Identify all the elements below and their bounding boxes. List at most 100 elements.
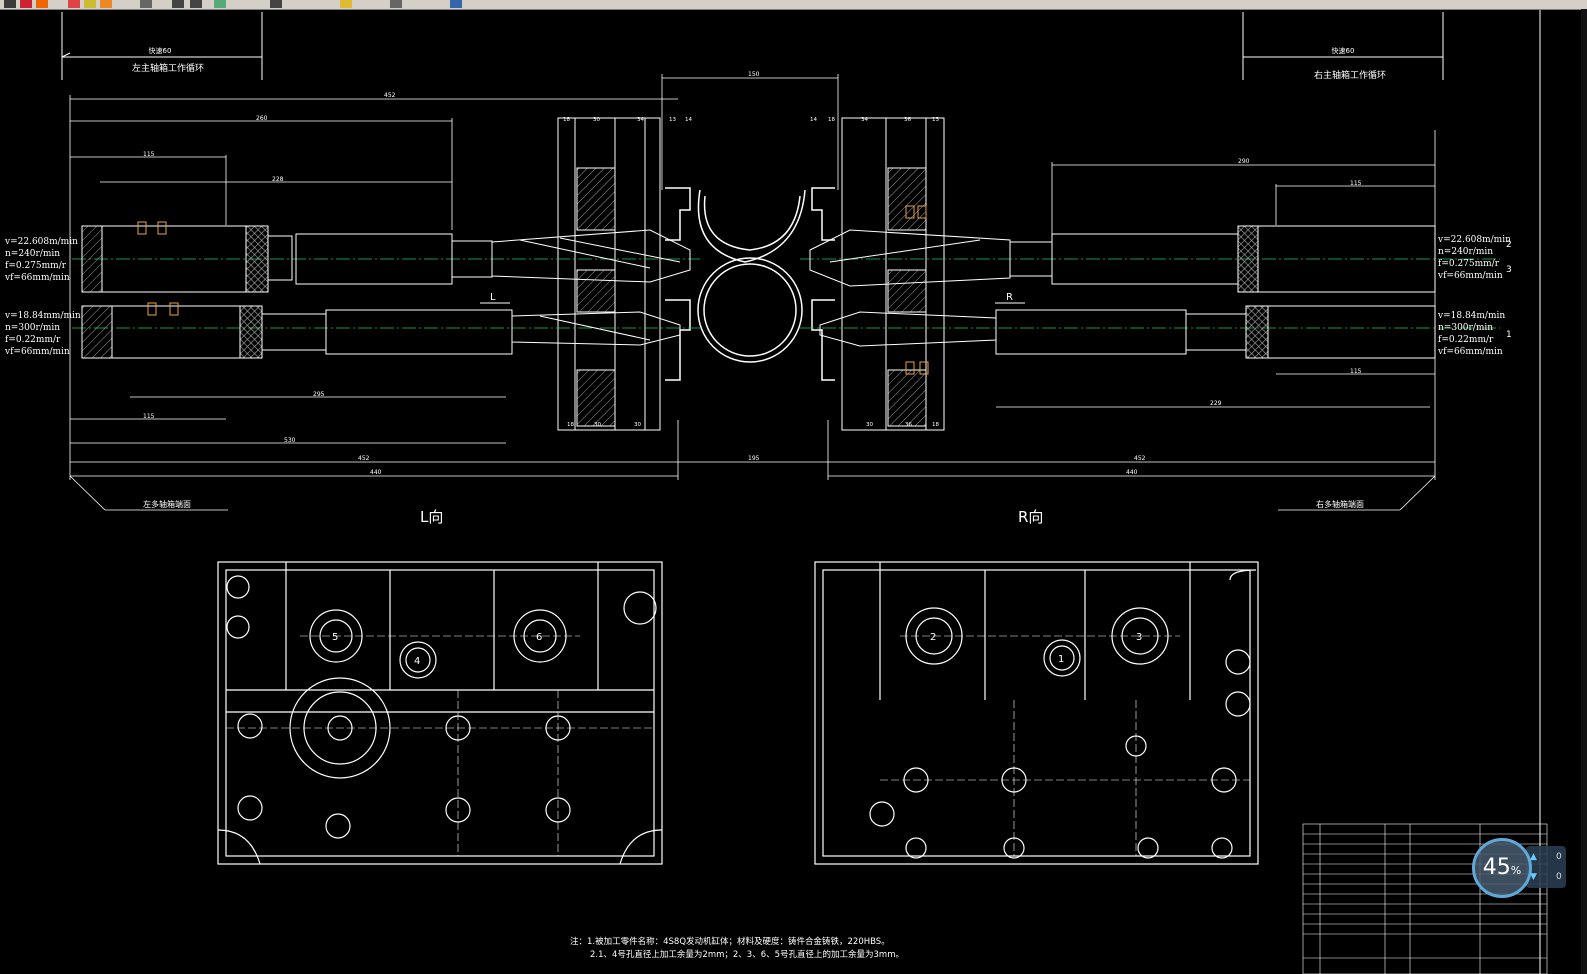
dim-260: 260: [256, 115, 268, 122]
param-text: n=300r/min: [1438, 323, 1493, 333]
tag-text: 1: [1506, 330, 1512, 340]
param-text: v=18.84m/min: [1437, 311, 1505, 321]
dim-452: 452: [384, 92, 396, 99]
help-icon[interactable]: [450, 0, 462, 8]
right-cycle-small-label: 快速60: [1332, 46, 1355, 55]
zoom-indicator[interactable]: 45%: [1472, 838, 1532, 898]
right-params-top: v=22.608m/min n=240r/min f=0.275mm/r vf=…: [1437, 235, 1511, 281]
dim-18c: 18: [567, 422, 574, 428]
paste-icon[interactable]: [140, 0, 152, 8]
view-mark-L: L: [490, 292, 496, 303]
dim-18d: 18: [932, 422, 939, 428]
pan-icon[interactable]: [270, 0, 282, 8]
dim-18b: 18: [828, 117, 835, 123]
view-L-centerlines: [226, 635, 654, 856]
dim-115b: 115: [1350, 180, 1362, 187]
dim-34b: 34: [861, 117, 868, 123]
dim-34a: 34: [637, 117, 644, 123]
right-box-end-label: 右多轴箱端面: [1316, 499, 1364, 509]
print-icon[interactable]: [68, 0, 80, 8]
copy-icon[interactable]: [100, 0, 112, 8]
param-text: f=0.22mm/r: [5, 335, 61, 345]
param-text: n=300r/min: [5, 323, 60, 333]
dim-195: 195: [748, 455, 760, 462]
cut-icon[interactable]: [84, 0, 96, 8]
drawing-canvas[interactable]: 快速60 左主轴箱工作循环 快速60 右主轴箱工作循环 452 260 115 …: [0, 9, 1587, 974]
open-icon[interactable]: [20, 0, 32, 8]
view-mark-R: R: [1006, 292, 1013, 303]
dim-452b: 452: [358, 455, 370, 462]
hole-num: 1: [1058, 654, 1064, 665]
right-flange: [841, 117, 945, 431]
right-params-bottom: v=18.84m/min n=300r/min f=0.22mm/r vf=66…: [1437, 311, 1505, 357]
param-text: f=0.275mm/r: [5, 261, 67, 271]
dim-115a: 115: [143, 151, 155, 158]
view-R-box: [814, 561, 1259, 865]
zoom-side-panel: [1526, 846, 1566, 888]
zoom-percent: 45: [1482, 855, 1511, 880]
right-spindle-bottom: [819, 305, 1436, 375]
arrow-up-icon[interactable]: ▲: [1530, 852, 1537, 862]
param-text: v=22.608m/min: [1437, 235, 1511, 245]
param-text: v=22.608m/min: [4, 237, 78, 247]
dim-13a: 13: [669, 117, 676, 123]
left-spindle-top: [81, 221, 691, 293]
dim-36: 36: [904, 117, 911, 123]
save-icon[interactable]: [36, 0, 48, 8]
left-params-top: v=22.608m/min n=240r/min f=0.275mm/r vf=…: [4, 237, 78, 283]
view-L-title: L向: [420, 508, 443, 526]
dim-30c: 30: [634, 422, 641, 428]
flange-dims: 18 30 34 13 14 14 18 34 36 13 18 30 30 3…: [563, 117, 939, 428]
hole-num: 3: [1136, 632, 1142, 643]
param-text: n=240r/min: [5, 249, 60, 259]
hole-num: 5: [332, 632, 338, 643]
arrow-down-icon[interactable]: ▼: [1530, 872, 1537, 882]
dim-440b: 440: [1126, 469, 1138, 476]
param-text: vf=66mm/min: [4, 273, 70, 283]
dim-530: 530: [284, 437, 296, 444]
dim-13b: 13: [932, 117, 939, 123]
right-cycle-label: 右主轴箱工作循环: [1314, 69, 1386, 81]
left-cycle-label: 左主轴箱工作循环: [132, 62, 204, 74]
dim-452c: 452: [1134, 455, 1146, 462]
note-line-1: 注：1.被加工零件名称：4S8Q发动机缸体；材料及硬度：铸件合金铸铁，220HB…: [570, 936, 890, 947]
tag-text: 3: [1506, 265, 1512, 275]
param-text: n=240r/min: [1438, 247, 1493, 257]
left-work-cycle: 快速60 左主轴箱工作循环: [61, 12, 263, 80]
zoom-unit: %: [1510, 864, 1522, 877]
dim-150: 150: [748, 71, 760, 78]
dim-14b: 14: [810, 117, 817, 123]
dim-30d: 30: [866, 422, 873, 428]
redo-icon[interactable]: [190, 0, 202, 8]
dim-290: 290: [1238, 158, 1250, 165]
undo-icon[interactable]: [172, 0, 184, 8]
left-spindle-bottom: [81, 302, 681, 359]
left-flange: [557, 117, 661, 431]
dim-229: 229: [1210, 400, 1222, 407]
view-L-hole-nums: 5 4 6: [332, 632, 542, 667]
right-work-cycle: 快速60 右主轴箱工作循环: [1242, 12, 1444, 81]
view-L-box: [217, 561, 663, 865]
note-line-2: 2.1、4号孔直径上加工余量为2mm；2、3、6、5号孔直径上的加工余量为3mm…: [590, 949, 904, 960]
dimension-lines-left: [69, 74, 839, 480]
right-spindle-top: [809, 205, 1436, 293]
dim-14a: 14: [685, 117, 692, 123]
view-R-hole-nums: 2 1 3: [930, 632, 1142, 665]
dim-18a: 18: [563, 117, 570, 123]
vertical-scrollbar[interactable]: [1581, 9, 1587, 974]
dim-115c: 115: [1350, 368, 1362, 375]
properties-icon[interactable]: [340, 0, 352, 8]
dim-440a: 440: [370, 469, 382, 476]
view-R-title: R向: [1018, 508, 1043, 526]
param-text: v=18.84mm/min: [4, 311, 81, 321]
param-text: f=0.275mm/r: [1438, 259, 1500, 269]
new-icon[interactable]: [4, 0, 16, 8]
view-R-centerlines: [880, 635, 1250, 856]
layer-icon[interactable]: [390, 0, 402, 8]
dim-115d: 115: [143, 413, 155, 420]
zoom-icon[interactable]: [214, 0, 226, 8]
tag-text: 2: [1506, 240, 1512, 250]
dim-228: 228: [272, 176, 284, 183]
dim-30a: 30: [593, 117, 600, 123]
left-box-end-label: 左多轴箱端面: [143, 499, 191, 509]
